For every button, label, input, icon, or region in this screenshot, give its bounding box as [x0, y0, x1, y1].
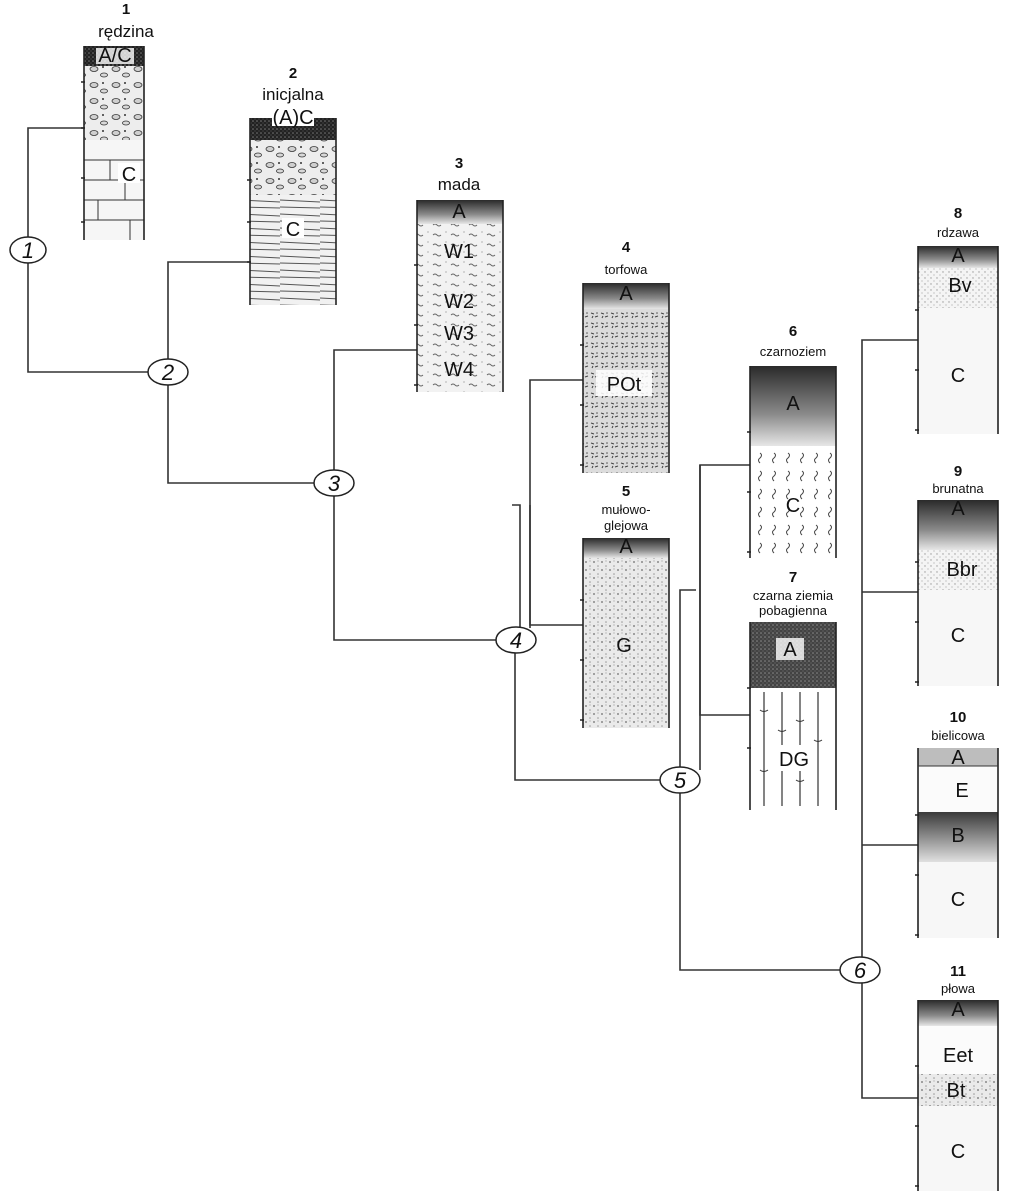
horizon-label: C — [951, 365, 965, 387]
horizon-label: C — [951, 1141, 965, 1163]
horizon-label: C — [951, 889, 965, 911]
soil-profile-1: 1 rędzina A/C C — [84, 1, 154, 240]
connector-2-to-node-3 — [168, 382, 315, 483]
soil-name: bielicowa — [931, 728, 985, 743]
soil-name: rędzina — [98, 22, 154, 41]
soil-number: 1 — [122, 1, 130, 18]
soil-name: mułowo- — [601, 502, 650, 517]
soil-name: brunatna — [932, 481, 984, 496]
node-5-label: 5 — [674, 768, 687, 793]
soil-number: 4 — [622, 239, 631, 256]
horizon-label: A — [951, 999, 965, 1021]
horizon-label: A — [783, 639, 797, 661]
connector-2-to-soil-2 — [168, 262, 250, 361]
horizon-label: A/C — [98, 45, 131, 67]
horizon-label: POt — [607, 374, 642, 396]
node-4-label: 4 — [510, 628, 522, 653]
connector-6-to-soil-11 — [862, 982, 918, 1098]
connector-6-to-soil-8 — [862, 340, 918, 958]
horizon-label: C — [786, 495, 800, 517]
connector-3-to-soil-3 — [334, 350, 417, 471]
node-2-label: 2 — [161, 360, 174, 385]
horizon-label: C — [951, 625, 965, 647]
connector-5-to-node-6 — [680, 792, 840, 970]
horizon-label: G — [616, 635, 632, 657]
node-5: 5 — [660, 767, 700, 793]
node-1-label: 1 — [22, 238, 34, 263]
soil-profile-10: 10 bielicowa A E B C — [918, 709, 998, 938]
node-6: 6 — [840, 957, 880, 983]
soil-name: mada — [438, 175, 481, 194]
soil-name: rdzawa — [937, 225, 980, 240]
horizon-label: A — [951, 245, 965, 267]
horizon-label: Eet — [943, 1045, 973, 1067]
horizon-label: A — [619, 283, 633, 305]
soil-profile-9: 9 brunatna A Bbr C — [918, 463, 998, 686]
soil-profile-8: 8 rdzawa A Bv C — [918, 205, 998, 434]
soil-name: płowa — [941, 981, 976, 996]
horizon-label: A — [951, 498, 965, 520]
horizon-label: W2 — [444, 291, 474, 313]
soil-profile-6: 6 czarnoziem A C — [750, 323, 836, 558]
connector-5-to-soil-7 — [700, 465, 750, 715]
soil-number: 8 — [954, 205, 962, 222]
connector-3-to-node-4 — [334, 494, 497, 640]
soil-number: 10 — [950, 709, 967, 726]
soil-profile-5: 5 mułowo- glejowa A G — [583, 483, 669, 728]
horizon-label: A — [951, 747, 965, 769]
horizon-label: B — [951, 825, 964, 847]
soil-number: 2 — [289, 65, 297, 82]
horizon-label: Bv — [948, 275, 971, 297]
soil-name: inicjalna — [262, 85, 324, 104]
connector-4-to-soil-5 — [512, 505, 583, 628]
horizon-label: A — [452, 201, 466, 223]
horizon-label: W4 — [444, 359, 474, 381]
connector-5-up — [680, 590, 696, 768]
soil-number: 6 — [789, 323, 797, 340]
horizon-label: Bbr — [946, 559, 977, 581]
soil-number: 11 — [950, 963, 966, 980]
horizon-label: A — [619, 536, 633, 558]
horizon-label: C — [286, 219, 300, 241]
soil-number: 7 — [789, 569, 797, 586]
soil-name: czarna ziemia — [753, 588, 834, 603]
horizon-label: A — [786, 393, 800, 415]
soil-number: 9 — [954, 463, 962, 480]
soil-name-line-2: pobagienna — [759, 603, 828, 618]
horizon-label: C — [122, 164, 136, 186]
soil-number: 5 — [622, 483, 630, 500]
connector-1-to-node-2 — [28, 262, 148, 372]
soil-name: czarnoziem — [760, 344, 826, 359]
node-3: 3 — [314, 470, 354, 496]
horizon-label: DG — [779, 749, 809, 771]
connector-4-to-soil-4 — [530, 380, 583, 628]
soil-name-line-2: glejowa — [604, 518, 649, 533]
soil-profile-2: 2 inicjalna (A)C C — [250, 65, 336, 305]
horizon-label: W3 — [444, 323, 474, 345]
soil-number: 3 — [455, 155, 463, 172]
soil-profile-3: 3 mada A W1 W2 W3 W4 — [417, 155, 503, 392]
soil-profile-4: 4 torfowa A POt — [583, 239, 669, 473]
horizon-label: (A)C — [272, 107, 313, 129]
connector-5-to-soil-6 — [700, 465, 750, 770]
horizon-label: E — [955, 780, 968, 802]
node-3-label: 3 — [328, 471, 341, 496]
soil-profile-7: 7 czarna ziemia pobagienna A DG — [750, 569, 836, 810]
horizon-label: W1 — [444, 241, 474, 263]
node-6-label: 6 — [854, 958, 867, 983]
soil-profile-11: 11 płowa A Eet Bt C — [918, 963, 998, 1191]
node-4: 4 — [496, 627, 536, 653]
horizon-label: Bt — [947, 1080, 966, 1102]
node-1: 1 — [10, 237, 46, 263]
soil-name: torfowa — [605, 262, 648, 277]
node-2: 2 — [148, 359, 188, 385]
